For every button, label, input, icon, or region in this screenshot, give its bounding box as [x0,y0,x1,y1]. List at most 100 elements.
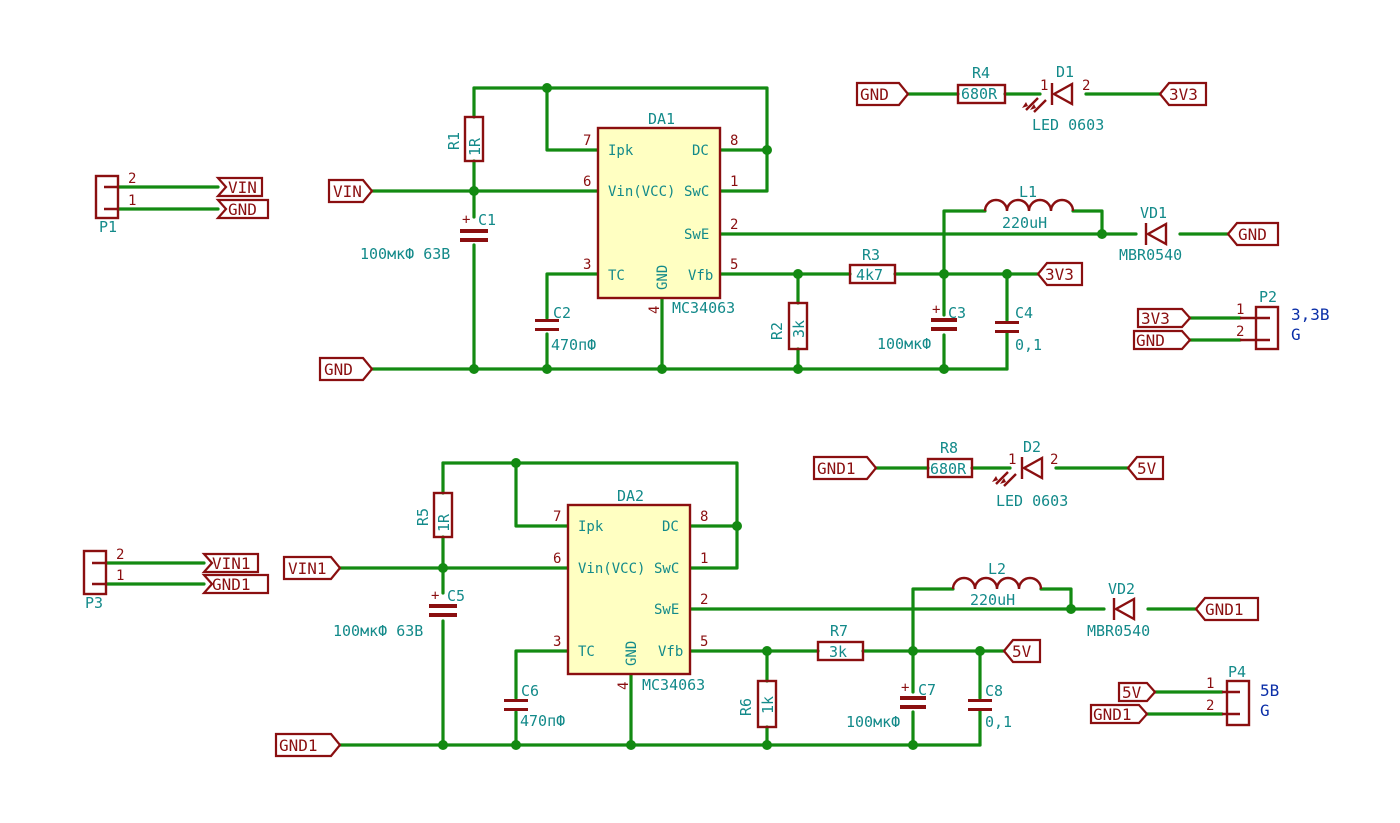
net-gnd1-led: GND1 [817,459,856,478]
c3-value: 100мкФ [877,335,931,353]
inductor-l2: L2 220uH [951,560,1043,609]
vd2-value: MBR0540 [1087,622,1150,640]
ic-ref: DA2 [617,487,644,505]
net-gnd1-connector: GND1 [212,575,251,594]
net-labels-1: VIN GND VIN GND GND 3V3 GND 3V3 3V3 GND [215,81,1280,382]
capacitor-c5: + C5 100мкФ 63В [333,587,465,640]
net-vin-connector: VIN [228,178,257,197]
led-d1: 1 2 D1 LED 0603 [1022,63,1104,134]
l2-ref: L2 [988,560,1006,578]
c7-value: 100мкФ [846,713,900,731]
p4-pin2: 2 [1206,698,1214,714]
c4-ref: C4 [1015,304,1033,322]
pin-number-3: 3 [553,634,561,650]
pin-number-4: 4 [616,682,632,690]
r5-ref: R5 [414,508,432,526]
net-vin: VIN [333,182,362,201]
pin-name-tc: TC [578,644,595,660]
net-gnd-connector: GND [228,200,257,219]
ic-da1: DA1 MC34063 Ipk Vin(VCC) TC DC SwC SwE V… [583,110,738,317]
resistor-r7: 3k R7 [816,622,865,662]
pin-number-5: 5 [700,634,708,650]
c6-value: 470пФ [520,712,565,730]
capacitor-c6: C6 470пФ [504,682,565,730]
r1-value: 1R [466,137,484,156]
pin-number-6: 6 [583,174,591,190]
p2-note-2: G [1291,325,1301,344]
net-gnd-main: GND [324,360,353,379]
c1-value: 100мкФ 63В [360,245,450,263]
p4-ref: P4 [1228,663,1246,681]
pin-name-swe: SwE [654,602,679,618]
junctions-2 [438,458,1076,750]
pin-number-7: 7 [553,509,561,525]
pin-name-gnd: GND [624,641,640,666]
r6-value: 1k [759,696,777,714]
net-3v3-led: 3V3 [1169,85,1198,104]
p4-pin1: 1 [1206,676,1214,692]
pin-number-7: 7 [583,133,591,149]
d2-pin2: 2 [1050,452,1058,468]
pin-name-ipk: Ipk [578,519,604,535]
r7-value: 3k [829,643,847,661]
pin-name-vin: Vin(VCC) [578,561,645,577]
resistor-r2: 3k R2 [768,301,809,351]
ic-value: MC34063 [672,299,735,317]
pin-number-8: 8 [730,133,738,149]
resistor-r1: 1R R1 [445,115,485,163]
junctions-1 [469,83,1107,374]
capacitor-c7: + C7 100мкФ [846,680,936,731]
r1-ref: R1 [445,132,463,150]
r8-value: 680R [930,460,967,478]
ic-value: MC34063 [642,676,705,694]
c4-value: 0,1 [1015,336,1042,354]
vd1-ref: VD1 [1140,204,1167,222]
connector-p2: 1 2 P2 3,3В G [1236,288,1330,351]
pin-number-3: 3 [583,257,591,273]
pin-number-2: 2 [730,217,738,233]
svg-text:+: + [431,588,439,604]
pin-name-ipk: Ipk [608,143,634,159]
vd2-ref: VD2 [1108,580,1135,598]
net-gnd-led: GND [860,85,889,104]
c1-ref: C1 [478,211,496,229]
p2-pin2: 2 [1236,324,1244,340]
pin-name-gnd: GND [655,265,671,290]
c7-ref: C7 [918,681,936,699]
pin-name-swe: SwE [684,227,709,243]
svg-text:+: + [462,212,470,228]
ic-da2: DA2 MC34063 Ipk Vin(VCC) TC DC SwC SwE V… [553,487,708,694]
d2-ref: D2 [1023,438,1041,456]
p3-pin1: 1 [116,568,124,584]
svg-text:+: + [932,302,940,318]
pin-name-swc: SwC [654,561,679,577]
net-gnd1-connector-p4: GND1 [1093,705,1132,724]
c8-ref: C8 [985,682,1003,700]
resistor-r4: 680R R4 [956,64,1007,105]
ic-ref: DA1 [648,110,675,128]
net-gnd1-diode: GND1 [1205,600,1244,619]
d2-pin1: 1 [1008,452,1016,468]
connector-p1: 2 1 P1 [94,171,136,236]
d2-value: LED 0603 [996,492,1068,510]
capacitor-c3: + C3 100мкФ [877,302,966,353]
p1-pin2: 2 [128,171,136,187]
c2-ref: C2 [553,304,571,322]
net-5v-led: 5V [1137,459,1157,478]
p1-ref: P1 [99,218,117,236]
led-d2: 1 2 D2 LED 0603 [992,438,1068,510]
inductor-l1: L1 220uH [983,183,1075,232]
r7-ref: R7 [830,622,848,640]
r2-value: 3k [790,320,808,338]
svg-text:+: + [901,680,909,696]
circuit-1: DA1 MC34063 Ipk Vin(VCC) TC DC SwC SwE V… [94,63,1330,382]
net-3v3-connector: 3V3 [1141,309,1170,328]
l1-value: 220uH [1002,214,1047,232]
r3-ref: R3 [862,246,880,264]
pin-name-vin: Vin(VCC) [608,184,675,200]
connector-p4: 1 2 P4 5В G [1206,663,1279,727]
capacitor-c1: + C1 100мкФ 63В [360,211,496,263]
r8-ref: R8 [940,439,958,457]
connector-p3: 2 1 P3 [82,547,124,612]
